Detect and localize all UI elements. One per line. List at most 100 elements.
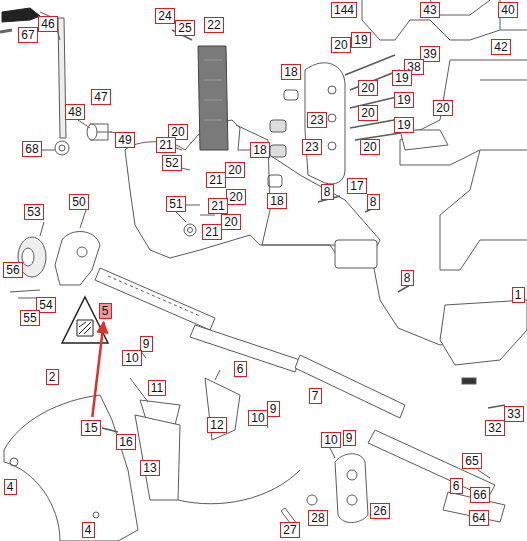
callout-number: 49 xyxy=(115,132,134,148)
callout-number: 48 xyxy=(65,104,84,120)
callout-number: 144 xyxy=(331,2,357,18)
callout-number: 11 xyxy=(148,380,166,396)
callout-text: 20 xyxy=(224,216,237,228)
callout-number: 66 xyxy=(470,487,489,503)
callout-text: 4 xyxy=(85,524,92,536)
callout-text: 11 xyxy=(151,382,163,394)
pointer-arrow xyxy=(92,322,103,417)
callout-number: 4 xyxy=(4,479,17,495)
callout-number: 40 xyxy=(498,2,517,18)
callout-text: 10 xyxy=(324,434,337,446)
callout-number: 23 xyxy=(302,139,321,155)
callout-text: 2 xyxy=(49,371,56,383)
callout-number: 20 xyxy=(358,80,377,96)
callout-number: 55 xyxy=(20,310,39,326)
callout-text: 68 xyxy=(25,143,38,155)
callout-number: 20 xyxy=(221,214,240,230)
callout-text: 53 xyxy=(27,206,40,218)
callout-number: 10 xyxy=(122,350,141,366)
callout-text: 4 xyxy=(7,481,14,493)
callout-number: 10 xyxy=(248,410,267,426)
callout-number: 21 xyxy=(156,137,175,153)
callout-number: 27 xyxy=(280,522,299,538)
callout-text: 9 xyxy=(270,403,277,415)
callout-number: 4 xyxy=(82,522,95,538)
callout-number: 47 xyxy=(91,89,110,105)
callout-text: 6 xyxy=(453,480,460,492)
callout-number: 28 xyxy=(308,510,327,526)
callout-number: 18 xyxy=(267,193,286,209)
callout-number: 19 xyxy=(351,32,370,48)
callout-text: 40 xyxy=(501,4,514,16)
callout-text: 8 xyxy=(404,272,411,284)
callout-text: 9 xyxy=(143,338,150,350)
callout-text: 13 xyxy=(143,462,156,474)
callout-number: 46 xyxy=(38,16,57,32)
callout-text: 5 xyxy=(102,305,109,317)
callout-number: 20 xyxy=(226,189,245,205)
callout-text: 19 xyxy=(397,119,410,131)
callout-number: 1 xyxy=(512,287,525,303)
callout-number: 12 xyxy=(207,417,226,433)
callout-number: 20 xyxy=(331,37,350,53)
callout-number: 33 xyxy=(504,406,523,422)
callout-number: 20 xyxy=(360,139,379,155)
callout-number: 52 xyxy=(162,155,181,171)
callout-text: 20 xyxy=(334,39,347,51)
callout-text: 7 xyxy=(312,390,319,402)
callout-text: 21 xyxy=(159,139,172,151)
callout-text: 52 xyxy=(165,157,178,169)
callout-text: 43 xyxy=(423,4,436,16)
callout-text: 27 xyxy=(283,524,296,536)
callout-number: 8 xyxy=(321,184,334,200)
callout-text: 23 xyxy=(305,141,318,153)
callout-number: 5 xyxy=(99,303,112,319)
callout-text: 10 xyxy=(125,352,138,364)
callout-number: 65 xyxy=(462,453,481,469)
callout-text: 20 xyxy=(229,191,242,203)
callout-number: 21 xyxy=(206,172,225,188)
callout-text: 50 xyxy=(72,196,85,208)
callout-text: 42 xyxy=(494,41,507,53)
callout-text: 67 xyxy=(21,29,34,41)
callout-text: 20 xyxy=(361,82,374,94)
callout-number: 2 xyxy=(46,369,59,385)
callout-number: 56 xyxy=(3,262,22,278)
callout-text: 18 xyxy=(270,195,283,207)
callout-number: 18 xyxy=(281,64,300,80)
callout-text: 20 xyxy=(228,164,241,176)
callout-text: 15 xyxy=(84,422,97,434)
callout-text: 26 xyxy=(373,505,386,517)
callout-text: 65 xyxy=(465,455,478,467)
callout-number: 6 xyxy=(450,478,463,494)
callout-text: 56 xyxy=(6,264,19,276)
callout-text: 25 xyxy=(178,22,191,34)
callout-text: 8 xyxy=(370,196,377,208)
callout-text: 54 xyxy=(39,299,52,311)
callout-number: 23 xyxy=(307,112,326,128)
callout-text: 47 xyxy=(94,91,107,103)
callout-text: 1 xyxy=(515,289,522,301)
callout-text: 12 xyxy=(210,419,223,431)
callout-text: 10 xyxy=(251,412,264,424)
callout-number: 32 xyxy=(485,420,504,436)
callout-text: 33 xyxy=(507,408,520,420)
callout-text: 17 xyxy=(350,180,363,192)
callout-number: 68 xyxy=(22,141,41,157)
callout-text: 21 xyxy=(205,226,218,238)
callout-number: 18 xyxy=(250,142,269,158)
callout-text: 22 xyxy=(207,19,220,31)
callout-text: 24 xyxy=(158,10,171,22)
callout-text: 18 xyxy=(253,144,266,156)
callout-text: 64 xyxy=(472,512,485,524)
callout-text: 9 xyxy=(346,432,353,444)
callout-number: 22 xyxy=(204,17,223,33)
callout-number: 24 xyxy=(155,8,174,24)
callout-number: 50 xyxy=(69,194,88,210)
callout-text: 19 xyxy=(397,94,410,106)
callout-number: 20 xyxy=(433,100,452,116)
callout-number: 20 xyxy=(225,162,244,178)
callout-number: 67 xyxy=(18,27,37,43)
